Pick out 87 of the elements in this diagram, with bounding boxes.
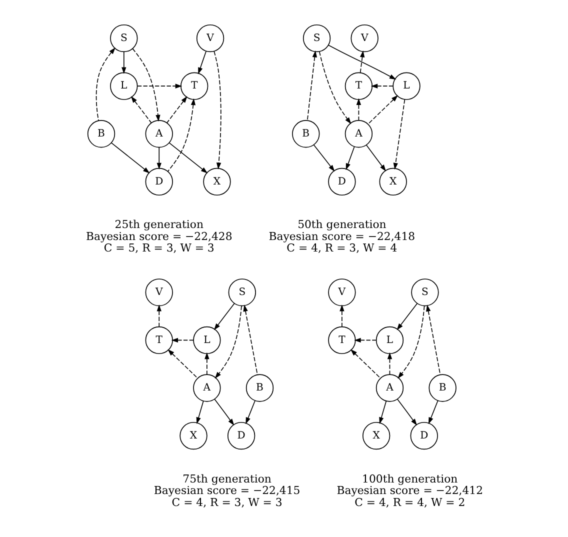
arrow — [213, 51, 221, 170]
node-circle: L — [110, 72, 138, 100]
arrow — [167, 349, 198, 378]
node-circle: X — [362, 422, 390, 450]
label: C = 4, R = 3, W = 3 — [171, 496, 282, 509]
arrow — [359, 50, 364, 74]
arrow — [345, 146, 354, 170]
node-circle: V — [196, 24, 224, 52]
arrow — [136, 84, 182, 88]
label: 25th generation — [114, 218, 203, 232]
arrow — [242, 304, 258, 376]
node-circle: X — [202, 168, 230, 196]
label: C = 5, R = 3, W = 3 — [103, 242, 214, 255]
node-circle: T — [180, 72, 208, 100]
node-circle: T — [328, 326, 356, 354]
node-circle: V — [350, 24, 378, 52]
arrow — [378, 400, 386, 424]
label: 100th generation — [362, 472, 458, 486]
node-circle: A — [344, 120, 372, 148]
node-circle: X — [179, 422, 207, 450]
arrow — [306, 50, 317, 121]
arrow — [110, 142, 150, 174]
arrow — [121, 51, 126, 74]
arrow — [327, 44, 396, 80]
node-circle: D — [328, 168, 356, 196]
arrow — [156, 146, 161, 170]
arrow — [367, 95, 398, 124]
node-circle: A — [192, 374, 220, 402]
arrow — [354, 338, 376, 343]
node-circle: V — [328, 278, 356, 306]
node-circle: S — [410, 278, 438, 306]
arrow — [397, 306, 424, 379]
arrow — [166, 96, 187, 124]
node-circle: A — [144, 120, 172, 148]
node-circle: B — [245, 374, 274, 402]
arrow — [245, 400, 255, 424]
arrow — [198, 50, 206, 74]
node-circle: B — [86, 120, 115, 148]
node-circle: L — [192, 326, 220, 354]
label: Bayesian score = −22,412 — [336, 484, 483, 498]
arrow — [95, 48, 115, 122]
arrow — [214, 306, 242, 379]
node-circle: D — [144, 168, 172, 196]
node-circle: L — [375, 326, 404, 354]
arrow — [365, 144, 386, 172]
arrow — [204, 352, 209, 375]
label: C = 4, R = 4, W = 2 — [354, 496, 465, 509]
node-circle: X — [378, 168, 406, 196]
arrow — [396, 398, 417, 426]
arrow — [214, 398, 234, 426]
arrow — [350, 349, 380, 378]
arrow — [426, 304, 440, 376]
node-circle: A — [375, 374, 404, 402]
node-circle: V — [144, 278, 172, 306]
label: Bayesian score = −22,418 — [268, 230, 415, 243]
arrow — [170, 338, 194, 343]
label: Bayesian score = −22,415 — [153, 484, 300, 498]
label: 50th generation — [297, 218, 386, 232]
label: Bayesian score = −22,428 — [85, 230, 232, 243]
arrow — [356, 98, 361, 121]
arrow — [312, 144, 334, 172]
node-circle: S — [228, 278, 256, 306]
arrow — [213, 303, 234, 330]
arrow — [132, 48, 160, 122]
node-circle: S — [110, 24, 138, 52]
node-circle: S — [302, 24, 330, 52]
arrow — [428, 400, 438, 424]
arrow — [168, 142, 208, 174]
arrow — [318, 51, 351, 124]
label: C = 4, R = 3, W = 4 — [286, 242, 397, 255]
arrow — [196, 400, 204, 424]
arrow — [130, 96, 152, 124]
arrow — [392, 99, 405, 170]
arrow — [386, 352, 392, 375]
node-circle: B — [292, 120, 320, 148]
node-circle: T — [344, 72, 372, 100]
node-circle: B — [428, 374, 456, 402]
node-circle: D — [410, 422, 438, 450]
node-circle: D — [226, 422, 255, 450]
arrow — [370, 84, 394, 88]
arrow — [156, 304, 161, 328]
arrow — [396, 303, 418, 330]
node-circle: L — [392, 72, 420, 100]
arrow — [339, 304, 344, 328]
label: 75th generation — [182, 472, 271, 486]
arrow — [166, 98, 196, 172]
node-circle: T — [144, 326, 172, 354]
